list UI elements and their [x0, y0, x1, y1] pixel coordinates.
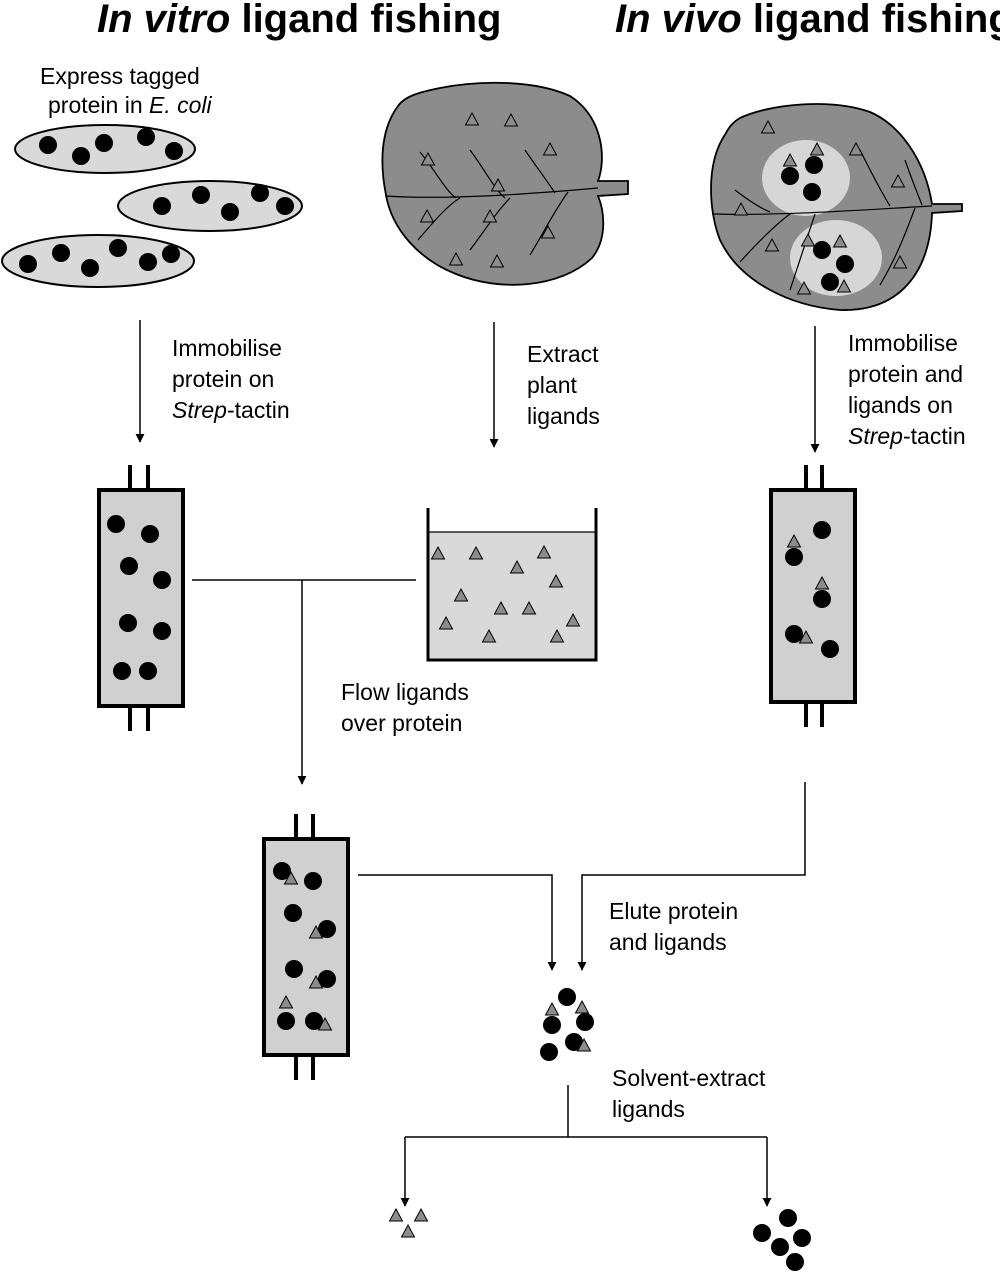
column-protein [97, 465, 185, 731]
immobilise-vivo-label-3: ligands on [848, 392, 953, 418]
ecoli-cell-2 [117, 180, 303, 232]
extract-label-3: ligands [527, 403, 600, 429]
plant-leaf [381, 81, 629, 286]
elute-arrow-right [577, 782, 806, 971]
extract-label: Extract [527, 341, 599, 367]
column-in-vivo [769, 465, 857, 727]
solvent-label: Solvent-extract [612, 1065, 766, 1091]
in-vivo-title: In vivo ligand fishing [615, 0, 1000, 41]
residual-protein [753, 1209, 811, 1271]
extract-label-2: plant [527, 372, 577, 398]
extracted-ligands [389, 1208, 428, 1238]
solvent-label-2: ligands [612, 1096, 685, 1122]
immobilise-vivo-label: Immobilise [848, 330, 958, 356]
beaker-plant-ligands [426, 508, 598, 662]
express-ecoli-label: Express tagged [40, 63, 200, 89]
immobilise-label: Immobilise [172, 335, 282, 361]
immobilise-label-3: Strep-tactin [172, 397, 290, 423]
expression-zone-2 [790, 220, 882, 296]
elute-label-2: and ligands [609, 929, 727, 955]
ecoli-cells: Express tagged protein in E. coli [1, 63, 303, 288]
ecoli-cell-3 [1, 234, 195, 288]
transformed-plant-leaf [710, 103, 963, 311]
eluate-cluster [540, 988, 594, 1061]
expression-zone-1 [762, 140, 850, 216]
in-vitro-title: In vitro ligand fishing [97, 0, 501, 41]
flow-label-2: over protein [341, 710, 462, 736]
express-ecoli-label-2: protein in E. coli [48, 92, 213, 118]
immobilise-label-2: protein on [172, 366, 274, 392]
immobilise-vivo-label-2: protein and [848, 361, 963, 387]
immobilise-vivo-label-4: Strep-tactin [848, 423, 966, 449]
elute-label: Elute protein [609, 898, 738, 924]
flow-label: Flow ligands [341, 679, 469, 705]
elute-arrow-left [358, 874, 557, 971]
column-bound-ligands [262, 814, 350, 1080]
